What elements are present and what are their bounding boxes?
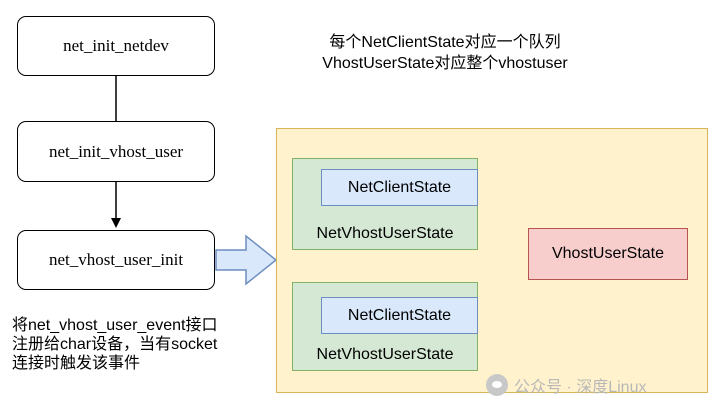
function-box-net-vhost-user-init: net_vhost_user_init [17,230,215,290]
net-client-state-box-2: NetClientState [321,297,478,334]
vhost-user-state-label: VhostUserState [551,245,665,262]
function-label: net_init_netdev [63,36,169,55]
net-client-state-label: NetClientState [347,306,452,324]
big-right-arrow [215,234,278,286]
function-box-net-init-netdev: net_init_netdev [17,16,215,76]
vhost-user-state-box: VhostUserState [528,228,688,280]
watermark: 公众号 · 深度Linux [486,373,646,397]
net-vhost-user-state-label: NetVhostUserState [316,225,454,242]
function-label: net_vhost_user_init [48,250,184,269]
top-note-line-2: VhostUserState对应整个vhostuser [322,55,568,72]
net-client-state-label: NetClientState [347,178,452,196]
watermark-text: 公众号 · 深度Linux [514,379,647,396]
side-note: 将net_vhost_user_event接口注册给char设备，当有socke… [12,317,218,372]
top-note-line-1: 每个NetClientState对应一个队列 [329,34,561,51]
net-vhost-user-state-label: NetVhostUserState [316,346,454,363]
function-label: net_init_vhost_user [48,141,184,161]
net-client-state-box-1: NetClientState [321,169,478,206]
wechat-icon [486,374,508,396]
top-note: 每个NetClientState对应一个队列 VhostUserState对应整… [300,32,590,74]
function-box-net-init-vhost-user: net_init_vhost_user [17,121,215,182]
